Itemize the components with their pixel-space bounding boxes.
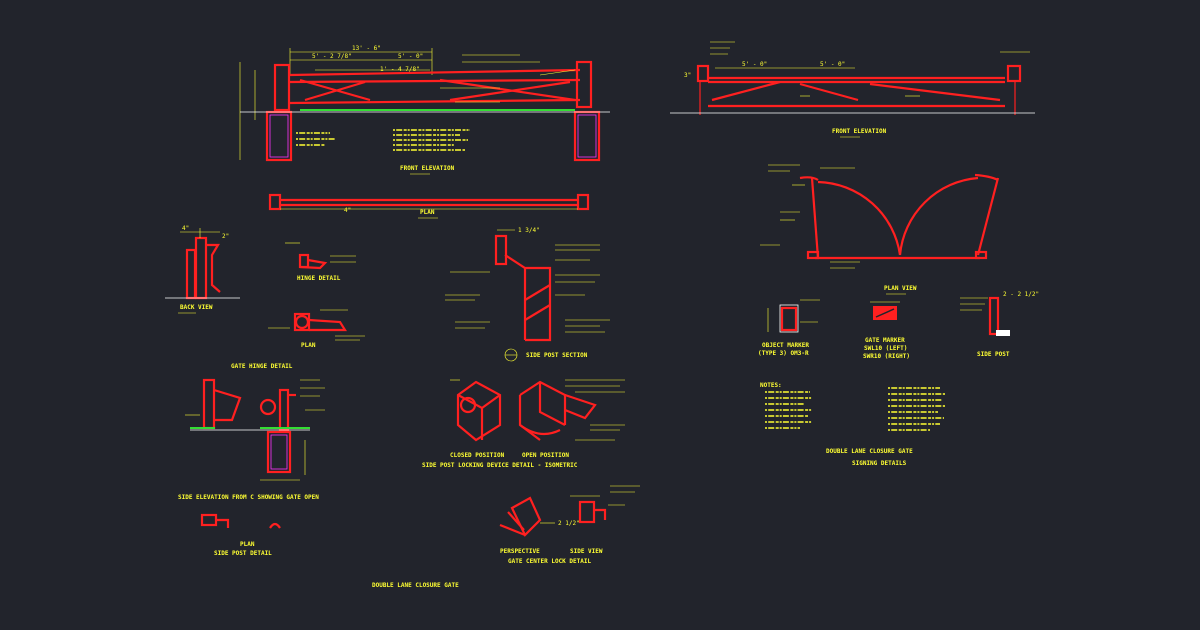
plan-view-swing: PLAN VIEW bbox=[760, 164, 1000, 295]
label-side-post-locking: SIDE POST LOCKING DEVICE DETAIL - ISOMET… bbox=[422, 462, 578, 469]
side-post-base bbox=[996, 330, 1010, 336]
dim-r-2-1-2: 2 - 2 1/2" bbox=[1003, 291, 1039, 298]
hinge-plan: PLAN GATE HINGE DETAIL bbox=[231, 309, 365, 370]
front-elevation-right: 5' - 0" 5' - 0" 3" FRONT ELEVATION bbox=[670, 41, 1035, 138]
label-plan-hinge: PLAN bbox=[301, 342, 316, 349]
dim-5-0: 5' - 0" bbox=[398, 53, 423, 60]
label-object-marker-sub: (TYPE 3) OM3-R bbox=[758, 350, 809, 357]
label-front-elevation-left: FRONT ELEVATION bbox=[400, 165, 455, 172]
dim-back-4: 4" bbox=[182, 225, 189, 232]
label-double-lane-bottom: DOUBLE LANE CLOSURE GATE bbox=[372, 582, 459, 589]
label-side-elevation: SIDE ELEVATION FROM C SHOWING GATE OPEN bbox=[178, 494, 319, 501]
front-elevation-left: 13' - 6" 5' - 2 7/8" 5' - 0" 1' - 4 7/8" bbox=[239, 45, 610, 175]
dim-1-3-4: 1 3/4" bbox=[518, 227, 540, 234]
label-side-post-detail: SIDE POST DETAIL bbox=[214, 550, 272, 557]
label-plan-side-post: PLAN bbox=[240, 541, 255, 548]
dim-2-1-2: 2 1/2" bbox=[558, 520, 580, 527]
dim-plan-4-0: 4" bbox=[344, 207, 351, 214]
label-open-position: OPEN POSITION bbox=[522, 452, 569, 459]
label-plan-view: PLAN VIEW bbox=[884, 285, 917, 292]
side-post-locking-isometric: CLOSED POSITION OPEN POSITION SIDE POST … bbox=[422, 379, 625, 469]
label-gate-hinge-detail: GATE HINGE DETAIL bbox=[231, 363, 293, 370]
label-gate-marker: GATE MARKER bbox=[865, 337, 905, 344]
label-notes: NOTES: bbox=[760, 382, 782, 389]
label-closed-position: CLOSED POSITION bbox=[450, 452, 505, 459]
label-back-view: BACK VIEW bbox=[180, 304, 213, 311]
dim-13-6: 13' - 6" bbox=[352, 45, 381, 52]
label-front-elevation-right: FRONT ELEVATION bbox=[832, 128, 887, 135]
gate-center-lock: 2 1/2" PERSPECTIVE SIDE VIEW GATE CENTER… bbox=[499, 485, 640, 565]
label-gate-marker-sub2: SWR10 (RIGHT) bbox=[863, 353, 910, 360]
signing-details: OBJECT MARKER (TYPE 3) OM3-R GATE MARKER… bbox=[758, 291, 1039, 467]
label-perspective: PERSPECTIVE bbox=[500, 548, 540, 555]
dim-r-3: 3" bbox=[684, 72, 691, 79]
hinge-detail: HINGE DETAIL bbox=[285, 242, 356, 282]
side-elevation: SIDE ELEVATION FROM C SHOWING GATE OPEN bbox=[178, 378, 325, 501]
side-post-section: 1 3/4" SIDE POST SECTION bbox=[445, 227, 610, 362]
label-plan-top: PLAN bbox=[420, 209, 435, 216]
plan-top: 4" PLAN bbox=[268, 193, 590, 219]
dim-r-5-0: 5' - 0" bbox=[742, 61, 767, 68]
label-signing-details: SIGNING DETAILS bbox=[852, 460, 907, 467]
label-side-view: SIDE VIEW bbox=[570, 548, 603, 555]
label-object-marker: OBJECT MARKER bbox=[762, 342, 809, 349]
back-view: 4" 2" BACK VIEW bbox=[165, 225, 240, 314]
label-hinge-detail: HINGE DETAIL bbox=[297, 275, 341, 282]
label-side-post-section: SIDE POST SECTION bbox=[526, 352, 588, 359]
side-post-detail: PLAN SIDE POST DETAIL bbox=[200, 513, 281, 557]
label-gate-marker-sub1: SWL10 (LEFT) bbox=[864, 345, 907, 352]
dim-5-2-7-8: 5' - 2 7/8" bbox=[312, 53, 352, 60]
label-gate-center-lock: GATE CENTER LOCK DETAIL bbox=[508, 558, 591, 565]
dim-back-2: 2" bbox=[222, 233, 229, 240]
dim-r-5-0b: 5' - 0" bbox=[820, 61, 845, 68]
label-side-post-right: SIDE POST bbox=[977, 351, 1010, 358]
label-double-lane-right: DOUBLE LANE CLOSURE GATE bbox=[826, 448, 913, 455]
dim-1-4-7-8: 1' - 4 7/8" bbox=[380, 66, 420, 73]
